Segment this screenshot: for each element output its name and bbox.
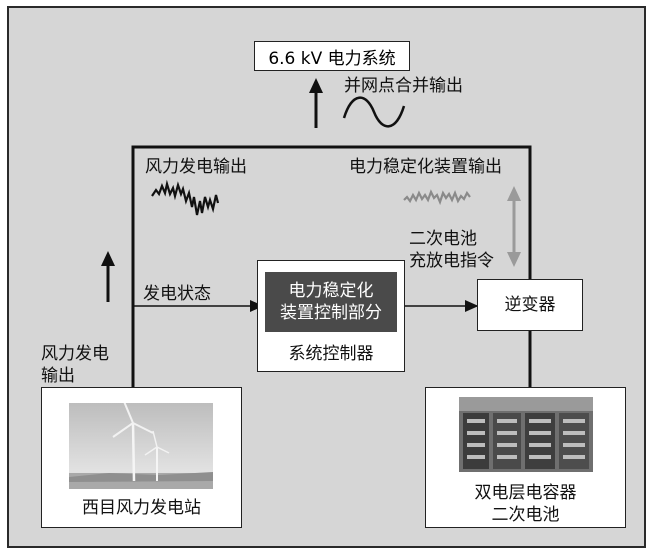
grid-connection-output-label: 并网点合并输出 bbox=[344, 76, 463, 96]
sine-wave bbox=[342, 96, 406, 128]
capacitor-rack-image bbox=[459, 397, 593, 472]
stabilizer-output-label: 电力稳定化装置输出 bbox=[349, 157, 502, 177]
controller-inner-line2: 装置控制部分 bbox=[280, 303, 382, 323]
wind-wave bbox=[151, 179, 220, 216]
stabilizer-control-unit: 电力稳定化 装置控制部分 bbox=[265, 272, 397, 332]
stabilizer-wave bbox=[403, 189, 471, 206]
grid-box: 6.6 kV 电力系统 bbox=[254, 41, 410, 71]
grid-label: 6.6 kV 电力系统 bbox=[268, 48, 396, 69]
wind-turbine-image bbox=[69, 403, 213, 489]
storage-line2: 二次电池 bbox=[491, 505, 560, 525]
generation-status-label: 发电状态 bbox=[143, 284, 211, 304]
inverter-label: 逆变器 bbox=[504, 295, 556, 315]
grid-up-arrowhead bbox=[309, 78, 323, 93]
capacitor-photo bbox=[459, 397, 593, 472]
storage-line1: 双电层电容器 bbox=[474, 483, 577, 503]
wind-output-left-line1: 风力发电 bbox=[41, 344, 109, 364]
wind-turbine-photo bbox=[69, 403, 213, 489]
system-controller-label: 系统控制器 bbox=[288, 344, 374, 364]
wind-station-label: 西目风力发电站 bbox=[82, 498, 201, 518]
inverter-box bbox=[477, 279, 583, 331]
main-bus-line bbox=[131, 145, 532, 387]
battery-command-line1: 二次电池 bbox=[409, 229, 477, 249]
wind-output-left-line2: 输出 bbox=[41, 366, 75, 386]
battery-command-line2: 充放电指令 bbox=[409, 251, 494, 271]
wind-output-top-label: 风力发电输出 bbox=[145, 157, 247, 177]
controller-inner-line1: 电力稳定化 bbox=[288, 281, 374, 301]
wind-up-arrowhead bbox=[101, 251, 115, 266]
